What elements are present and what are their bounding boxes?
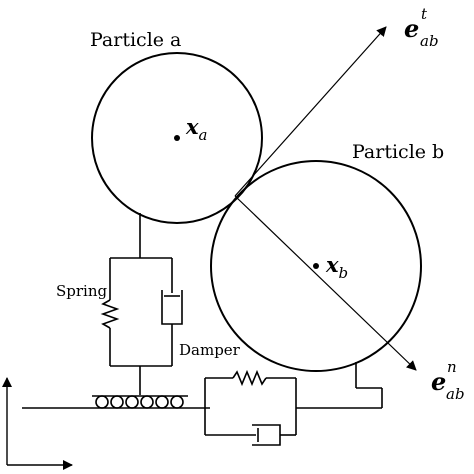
particle-b-circle xyxy=(210,160,422,372)
normal-vector-label: e n ab xyxy=(431,358,465,403)
svg-text:n: n xyxy=(447,358,457,376)
particle-b-center-label: xb xyxy=(325,252,348,282)
svg-text:e: e xyxy=(431,367,446,396)
normal-spring-damper xyxy=(100,213,183,395)
coordinate-axes-icon xyxy=(1,377,73,470)
particle-a-center-label: xa xyxy=(185,114,207,144)
sliding-base xyxy=(22,395,210,409)
particle-a-circle xyxy=(91,52,263,224)
svg-text:ab: ab xyxy=(420,32,439,50)
svg-text:e: e xyxy=(404,14,419,43)
tangential-vector-arrow xyxy=(234,26,387,197)
damper-label: Damper xyxy=(179,341,241,359)
spring-label: Spring xyxy=(56,282,108,300)
normal-vector-arrow xyxy=(234,195,417,371)
particle-b-center-dot xyxy=(313,263,319,269)
tangential-vector-label: e t ab xyxy=(404,5,439,50)
particle-a-label: Particle a xyxy=(90,29,181,51)
particle-b-label: Particle b xyxy=(352,141,444,163)
tangential-spring-damper xyxy=(204,362,383,446)
svg-text:ab: ab xyxy=(446,385,465,403)
svg-text:t: t xyxy=(421,5,428,23)
particle-a-center-dot xyxy=(174,135,180,141)
